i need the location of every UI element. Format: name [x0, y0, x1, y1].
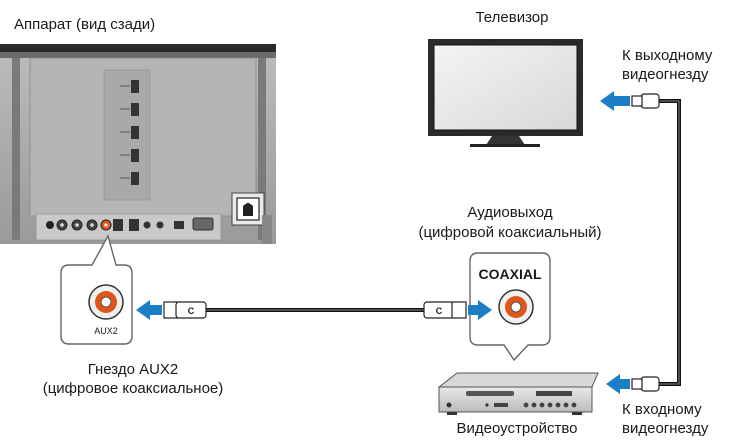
video-device-label: Видеоустройство [457, 420, 578, 437]
coaxial-cable: C C [163, 301, 467, 319]
coaxial-jack-icon [498, 289, 534, 325]
audio-out-label-1: Аудиовыход [467, 204, 552, 221]
video-out-label-2: видеогнезду [622, 66, 709, 83]
coaxial-label: COAXIAL [479, 266, 542, 282]
plug-c-left: C [188, 306, 195, 316]
arrow-to-tv [600, 91, 630, 111]
arrow-to-video-device [606, 374, 630, 394]
rear-jacks [46, 217, 214, 231]
arrow-to-coaxial [468, 300, 492, 320]
video-device-icon [437, 372, 599, 415]
aux2-jack-label-1: Гнездо AUX2 [88, 361, 179, 378]
video-out-label-1: К выходному [622, 47, 713, 64]
tv-icon [428, 39, 583, 147]
tv-label: Телевизор [475, 9, 548, 26]
aux2-jack-label-2: (цифровое коаксиальное) [43, 380, 224, 397]
unit-rear-panel [0, 44, 276, 244]
arrow-to-aux2 [136, 300, 162, 320]
hdmi-ports [120, 80, 139, 185]
aux2-callout: AUX2 [60, 234, 133, 345]
unit-rear-label: Аппарат (вид сзади) [14, 16, 155, 33]
plug-c-right: C [436, 306, 443, 316]
aux2-jack-icon [88, 284, 124, 320]
audio-out-label-2: (цифровой коаксиальный) [418, 224, 601, 241]
aux2-small-label: AUX2 [94, 326, 118, 336]
video-in-label-2: видеогнезду [622, 420, 709, 437]
video-in-label-1: К входному [622, 401, 702, 418]
coaxial-callout: COAXIAL [469, 252, 551, 362]
video-cable [631, 93, 681, 392]
